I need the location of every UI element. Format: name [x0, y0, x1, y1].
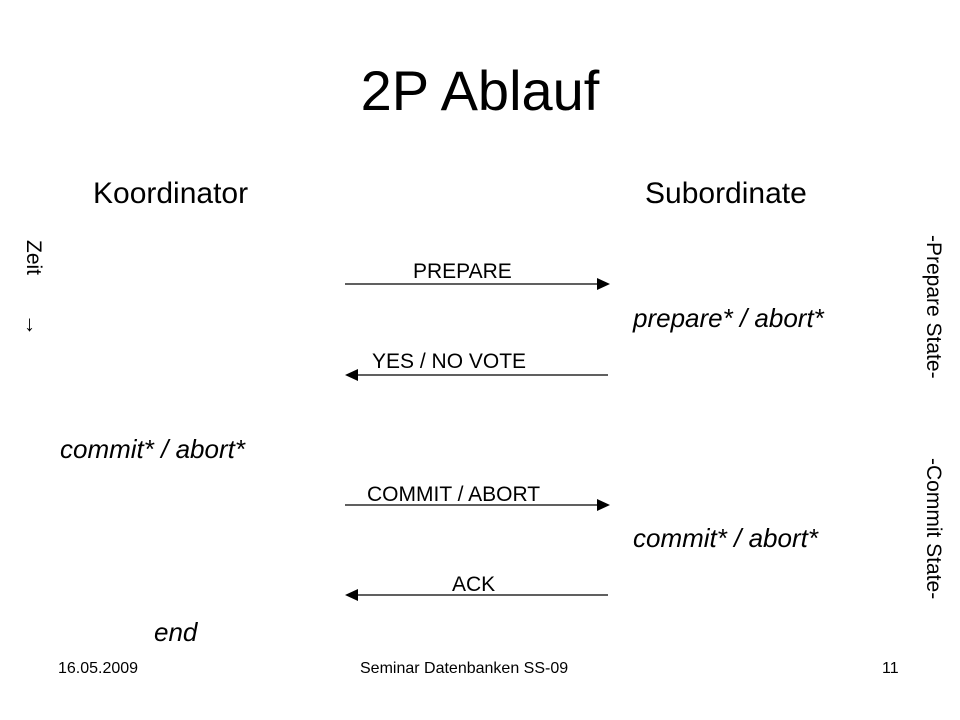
ack-arrow [345, 589, 608, 601]
vote-message-label: YES / NO VOTE [372, 350, 527, 373]
decision-arrow [345, 499, 610, 511]
slide-title: 2P Ablauf [360, 59, 600, 122]
coordinator-end-state: end [154, 617, 198, 647]
footer-title: Seminar Datenbanken SS-09 [360, 660, 569, 677]
vote-arrow [345, 369, 608, 381]
prepare-arrow [345, 278, 610, 290]
ack-message-label: ACK [452, 573, 496, 596]
prepare-message-label: PREPARE [413, 260, 512, 283]
subordinate-heading: Subordinate [645, 177, 807, 210]
subordinate-commit-state: commit* / abort* [633, 523, 818, 553]
time-arrow-icon: ↓ [24, 311, 35, 336]
subordinate-prepare-state: prepare* / abort* [633, 303, 824, 333]
page-number: 11 [882, 660, 899, 677]
footer-date: 16.05.2009 [58, 660, 139, 677]
coordinator-commit-state: commit* / abort* [60, 434, 245, 464]
coordinator-heading: Koordinator [93, 177, 249, 210]
decision-message-label: COMMIT / ABORT [367, 483, 541, 506]
